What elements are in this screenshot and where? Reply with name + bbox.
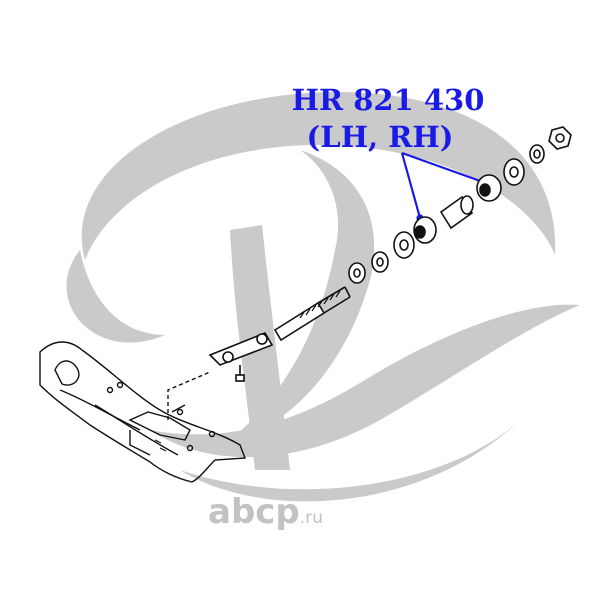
washer-nut-small (348, 251, 389, 284)
washer-large (393, 231, 415, 259)
rod-shaft (273, 286, 351, 342)
watermark-main: abcp (208, 492, 300, 532)
nut-washer-end (529, 126, 572, 164)
strut-rod-assembly (208, 126, 572, 382)
watermark-text: abcp.ru (208, 492, 323, 532)
lower-control-arm (39, 341, 246, 483)
part-number-label: HR 821 430 (292, 83, 485, 117)
washer-rear (503, 158, 525, 186)
side-designation-label: (LH, RH) (307, 120, 454, 154)
bushing-front (413, 216, 437, 244)
rod-end-fitting (208, 332, 274, 382)
watermark-domain: .ru (300, 508, 323, 528)
bushing-rear (476, 174, 502, 202)
spacer-collar (439, 195, 474, 230)
